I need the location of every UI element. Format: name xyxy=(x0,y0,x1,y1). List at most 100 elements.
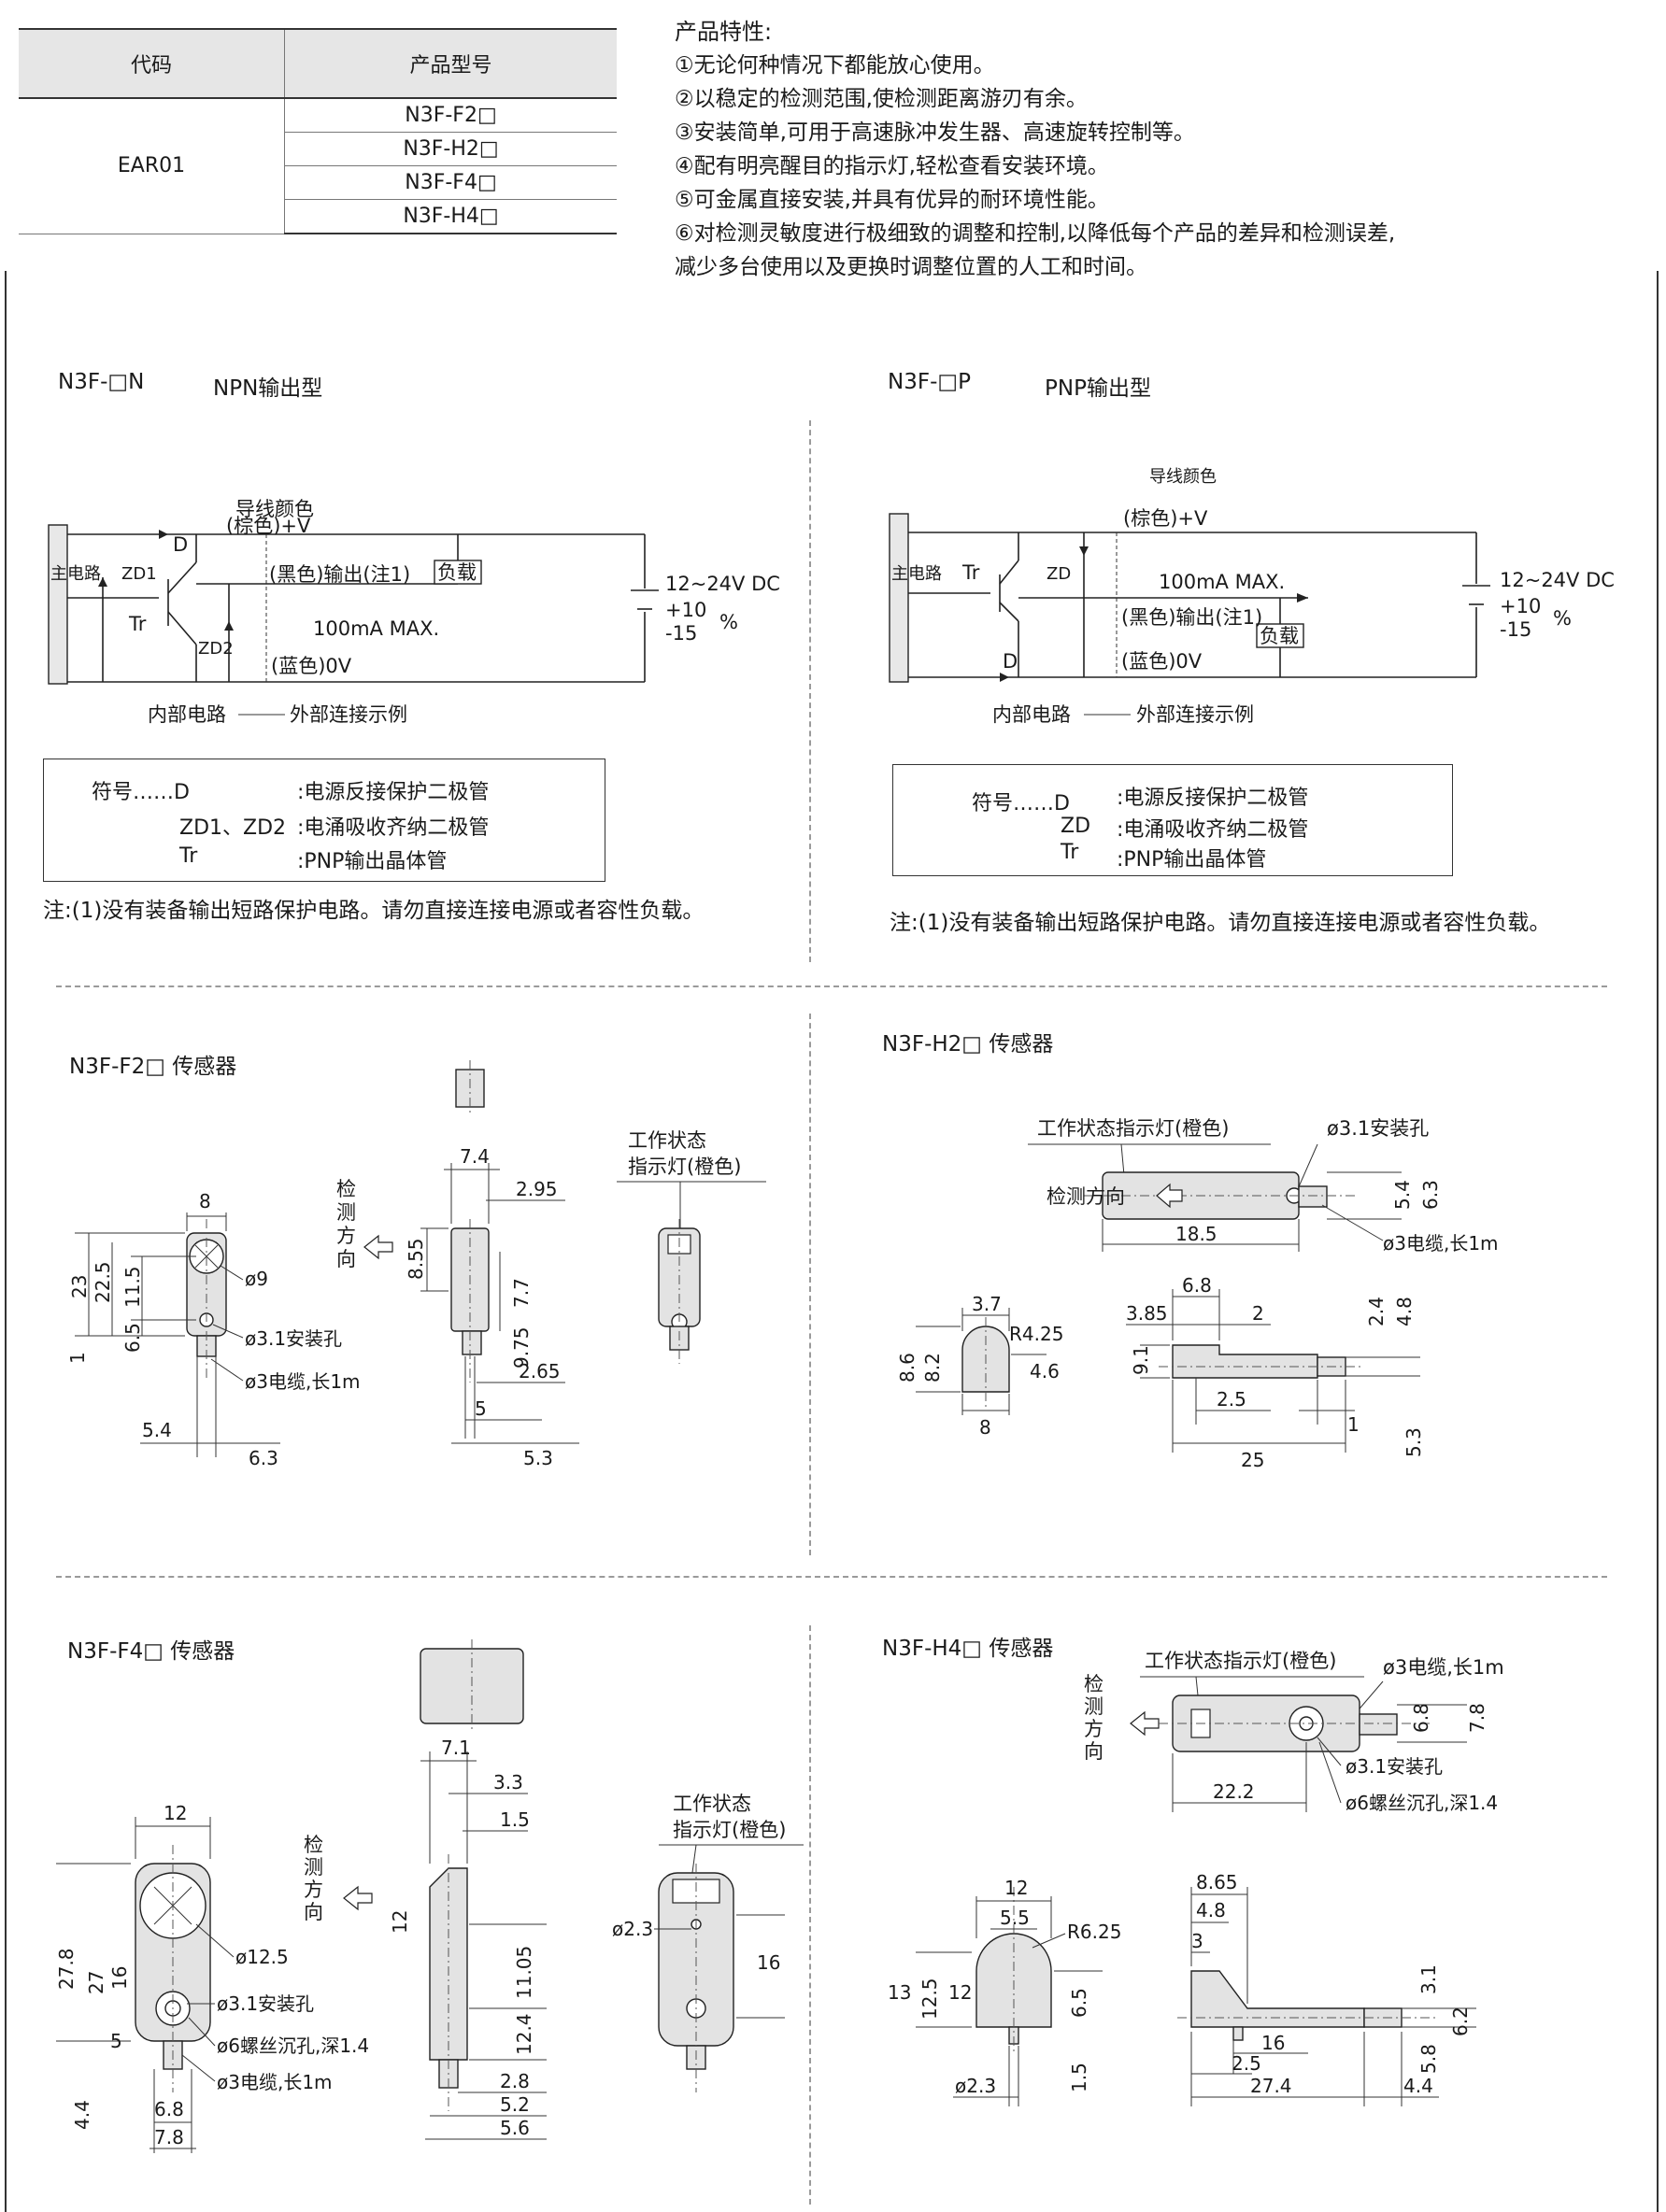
f4-dim: 12 xyxy=(389,1910,411,1934)
f4-indicator-label: 指示灯(橙色) xyxy=(673,1819,786,1841)
h4-title: N3F-H4□ 传感器 xyxy=(882,1637,1054,1661)
f2-dim: 23 xyxy=(68,1275,91,1298)
f2-direction: 检 xyxy=(336,1178,356,1200)
pnp-circuit-diagram: 主电路 导线颜色 (棕色)+V 100mA MAX. (黑色)输出(注1) 负载… xyxy=(889,467,1615,726)
npn-circuit-diagram: 主电路 导线颜色 (棕色)+V (黑色)输出(注1) 负载 100mA MAX.… xyxy=(48,498,780,726)
h4-cable-label: ø3电缆,长1m xyxy=(1383,1656,1504,1679)
f4-direction: 检 xyxy=(304,1834,323,1856)
npn-pct: % xyxy=(719,611,738,633)
pnp-legend-sym: Tr xyxy=(1061,841,1079,864)
h2-dim: 25 xyxy=(1241,1449,1264,1471)
f4-dim: 16 xyxy=(108,1966,131,1990)
f2-dim: 5 xyxy=(475,1397,487,1420)
f4-direction: 方 xyxy=(304,1879,323,1901)
npn-tol-minus: -15 xyxy=(665,622,697,645)
divider-horizontal-2 xyxy=(56,1576,1607,1578)
h4-dim: 3 xyxy=(1191,1930,1203,1952)
f2-dim: 8 xyxy=(199,1190,211,1212)
h2-dim: 5.4 xyxy=(1391,1180,1414,1210)
npn-model: N3F-□N xyxy=(58,370,145,394)
pnp-inner-circuit: 内部电路 xyxy=(992,703,1071,726)
h2-dim: 8.2 xyxy=(921,1353,944,1382)
pnp-pct: % xyxy=(1553,607,1572,630)
npn-main-circuit: 主电路 xyxy=(50,564,101,584)
h4-dim: 27.4 xyxy=(1250,2075,1292,2097)
f2-direction: 向 xyxy=(336,1248,356,1270)
pnp-outer-example: 外部连接示例 xyxy=(1136,703,1254,726)
pnp-tr-label: Tr xyxy=(961,561,980,584)
f2-direction: 方 xyxy=(336,1225,356,1247)
feature-item: ①无论何种情况下都能放心使用。 xyxy=(675,53,995,78)
h4-dim: 1.5 xyxy=(1068,2063,1090,2092)
h2-dim: 1 xyxy=(1347,1413,1360,1436)
pnp-load: 负载 xyxy=(1260,625,1299,647)
divider-horizontal-1 xyxy=(56,985,1607,987)
h4-dim: 16 xyxy=(1261,2032,1285,2054)
f4-dim: 6.8 xyxy=(154,2098,184,2120)
pnp-type: PNP输出型 xyxy=(1045,376,1151,401)
f2-d9: ø9 xyxy=(245,1268,268,1290)
h4-dim: 6.2 xyxy=(1449,2006,1472,2036)
f2-dim: 7.4 xyxy=(460,1145,490,1168)
h4-dim: R6.25 xyxy=(1067,1921,1121,1943)
h2-dim: 3.85 xyxy=(1126,1302,1168,1325)
h2-dim: 18.5 xyxy=(1175,1223,1217,1245)
f4-indicator-label: 工作状态 xyxy=(673,1793,751,1815)
h4-hole: ø3.1安装孔 xyxy=(1346,1755,1443,1778)
header-model: 产品型号 xyxy=(284,28,617,99)
f4-direction: 测 xyxy=(304,1856,323,1879)
pnp-legend-desc: :PNP输出晶体管 xyxy=(1117,848,1267,872)
h2-dim: 2 xyxy=(1252,1302,1264,1325)
pnp-legend-sym: 符号……D xyxy=(972,792,1070,815)
feature-item: 减少多台使用以及更换时调整位置的人工和时间。 xyxy=(675,255,1147,279)
h4-dim: 12 xyxy=(948,1981,972,2004)
f4-dim: 4.4 xyxy=(71,2100,93,2130)
f4-dim: 16 xyxy=(757,1951,780,1974)
header-code: 代码 xyxy=(19,28,285,99)
npn-legend-box xyxy=(43,759,605,882)
npn-tr-label: Tr xyxy=(128,613,147,635)
f4-dim: 1.5 xyxy=(500,1808,530,1831)
pnp-current: 100mA MAX. xyxy=(1159,571,1285,593)
f2-dim: 6.5 xyxy=(121,1323,144,1353)
h2-dim: 5.3 xyxy=(1403,1427,1425,1457)
f4-cable: ø3电缆,长1m xyxy=(217,2071,333,2093)
h2-dim: 4.8 xyxy=(1393,1297,1416,1326)
h2-title: N3F-H2□ 传感器 xyxy=(882,1032,1054,1056)
feature-item: ②以稳定的检测范围,使检测距离游刃有余。 xyxy=(675,87,1088,111)
h2-dim: 2.5 xyxy=(1217,1388,1246,1411)
feature-item: ⑤可金属直接安装,并具有优异的耐环境性能。 xyxy=(675,188,1109,212)
h2-direction-arrow-icon xyxy=(1156,1183,1183,1209)
npn-tol-plus: +10 xyxy=(665,599,706,621)
f4-dim: 2.8 xyxy=(500,2070,530,2092)
pnp-blue-wire: (蓝色)0V xyxy=(1121,650,1203,673)
divider-vertical-3 xyxy=(809,1625,811,2205)
h4-direction: 检 xyxy=(1084,1673,1104,1695)
h4-dim: 13 xyxy=(888,1981,911,2004)
left-border xyxy=(5,271,7,2212)
npn-legend-sym: Tr xyxy=(179,844,198,868)
f4-csink: ø6螺丝沉孔,深1.4 xyxy=(217,2035,369,2057)
feature-item: ⑥对检测灵敏度进行极细致的调整和控制,以降低每个产品的差异和检测误差, xyxy=(675,221,1396,246)
h2-direction-label: 检测方向 xyxy=(1047,1185,1125,1208)
feature-item: ④配有明亮醒目的指示灯,轻松查看安装环境。 xyxy=(675,154,1109,178)
f2-dim: 7.7 xyxy=(510,1278,533,1308)
npn-legend-desc: :PNP输出晶体管 xyxy=(297,850,448,873)
h2-dim: 6.3 xyxy=(1419,1180,1442,1210)
model-h4: N3F-H4□ xyxy=(284,199,617,234)
f4-dim: 7.8 xyxy=(154,2126,184,2148)
pnp-black-wire: (黑色)输出(注1) xyxy=(1121,606,1262,629)
h4-dim: 2.5 xyxy=(1232,2052,1261,2075)
npn-legend-desc: :电涌吸收齐纳二极管 xyxy=(297,816,490,840)
f4-dim: 5.2 xyxy=(500,2093,530,2116)
f2-indicator-label: 工作状态 xyxy=(628,1129,706,1152)
h2-dim: R4.25 xyxy=(1009,1323,1063,1345)
pnp-voltage: 12~24V DC xyxy=(1500,569,1615,591)
pnp-zd-label: ZD xyxy=(1047,564,1071,584)
h4-dim: 12.5 xyxy=(918,1978,941,2020)
h4-dim: 8.65 xyxy=(1196,1871,1238,1893)
npn-legend-desc: :电源反接保护二极管 xyxy=(297,781,490,804)
pnp-main-circuit: 主电路 xyxy=(891,564,942,584)
h4-dim: 6.5 xyxy=(1068,1988,1090,2018)
h2-dim: 9.1 xyxy=(1130,1345,1152,1375)
